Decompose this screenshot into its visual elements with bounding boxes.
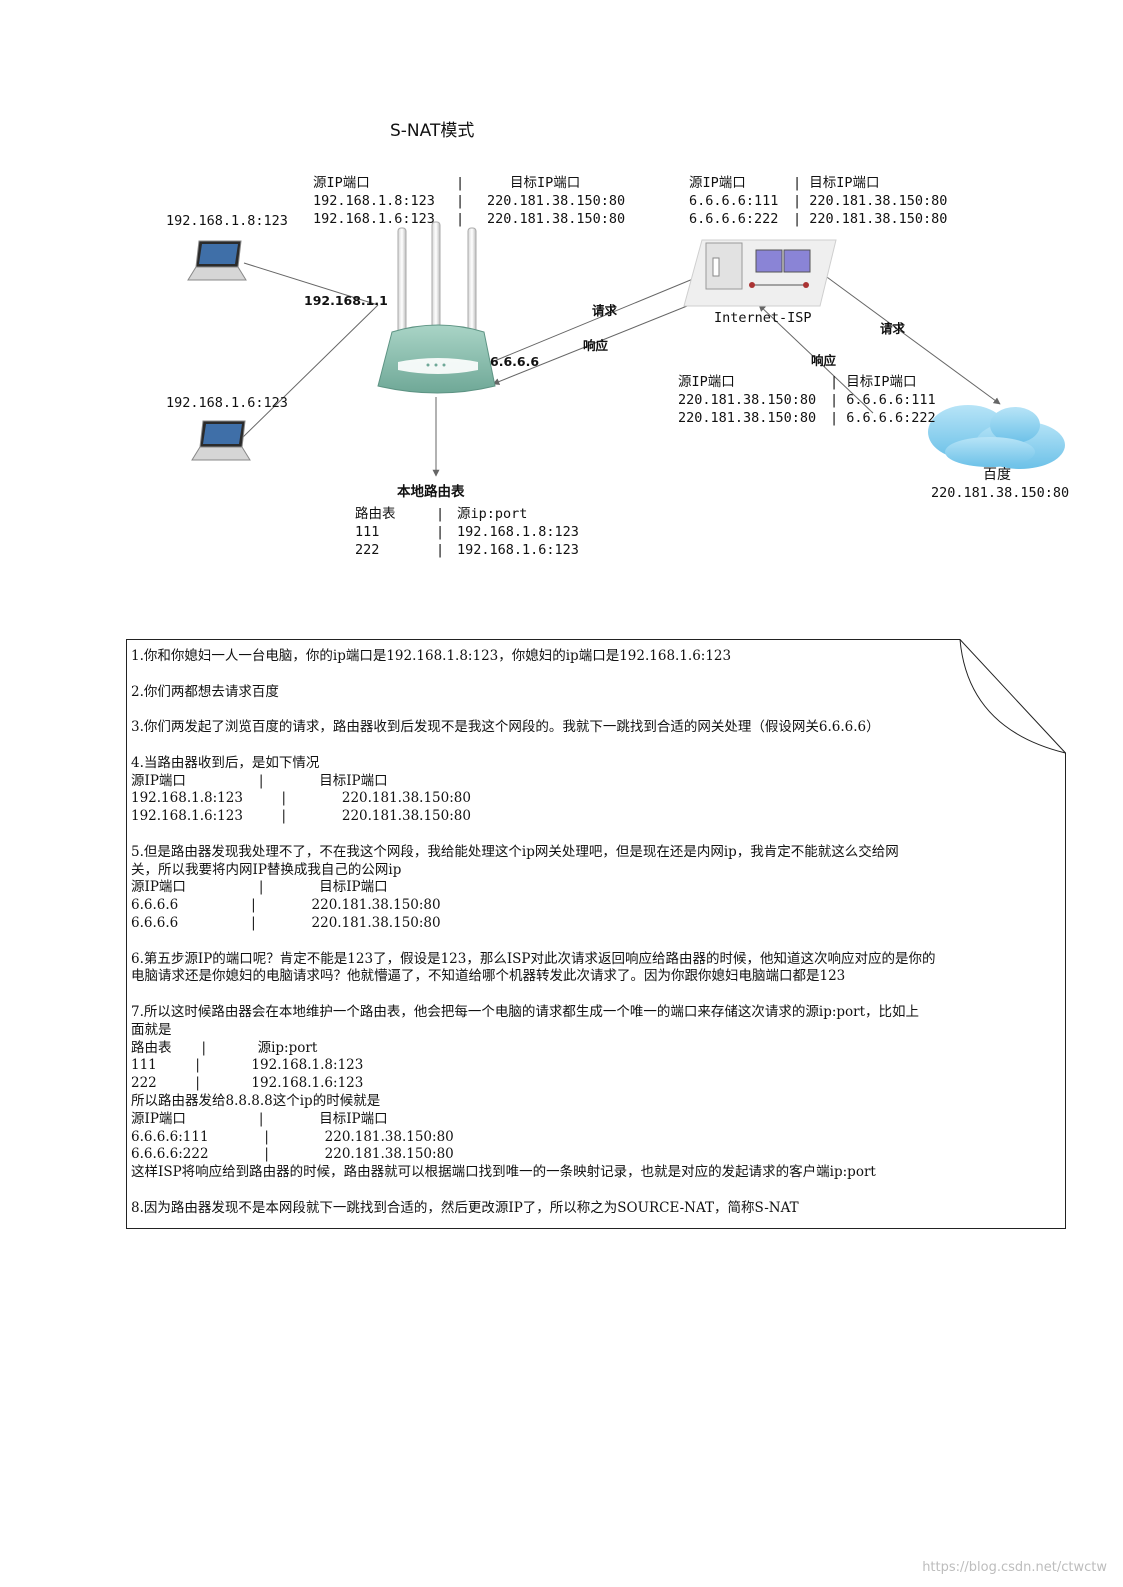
- note-line: 6.6.6.6:222 | 220.181.38.150:80: [131, 1146, 454, 1163]
- note-line: 192.168.1.6:123 | 220.181.38.150:80: [131, 808, 471, 825]
- note-blank-line: [131, 701, 1061, 719]
- note-line: 关，所以我要将内网IP替换成我自己的公网ip: [131, 861, 402, 878]
- isp-response-arrow: [758, 304, 874, 414]
- router-icon: [377, 221, 496, 394]
- isp-label: Internet-ISP: [714, 310, 812, 326]
- table-header-dst: 目标IP端口: [510, 175, 581, 191]
- note-line: 6.6.6.6:111 | 220.181.38.150:80: [131, 1128, 454, 1145]
- note-line: 5.但是路由器发现我处理不了，不在我这个网段，我给能处理这个ip网关处理吧，但是…: [131, 843, 899, 860]
- table-cell: 6.6.6.6:222: [689, 211, 779, 227]
- response-label: 响应: [583, 338, 609, 353]
- table-cell: |: [456, 193, 465, 209]
- note-text: 1.你和你媳妇一人一台电脑，你的ip端口是192.168.1.8:123，你媳妇…: [131, 648, 1061, 1218]
- note-line: 6.第五步源IP的端口呢？肯定不能是123了，假设是123，那么ISP对此次请求…: [131, 950, 936, 967]
- table-cell: | 6.6.6.6:222: [830, 410, 936, 426]
- table-cell: 222: [355, 542, 380, 558]
- table-header-sep: |: [436, 506, 445, 522]
- laptop1-label: 192.168.1.8:123: [166, 213, 288, 229]
- note-line: 这样ISP将响应给到路由器的时候，路由器就可以根据端口找到唯一的一条映射记录，也…: [131, 1164, 876, 1181]
- isp-server-icon: [683, 239, 837, 307]
- table-cell: 220.181.38.150:80: [678, 392, 817, 408]
- note-line: 2.你们两都想去请求百度: [131, 683, 279, 700]
- note-line: 3.你们两发起了浏览百度的请求，路由器收到后发现不是我这个网段的。我就下一跳找到…: [131, 719, 880, 736]
- table-cell: 111: [355, 524, 380, 540]
- table-cell: 220.181.38.150:80: [678, 410, 817, 426]
- connection-lines: [239, 262, 1001, 477]
- table-cell: 220.181.38.150:80: [487, 211, 626, 227]
- table-cell: 192.168.1.8:123: [457, 524, 579, 540]
- cloud-icon: [928, 405, 1065, 469]
- note-blank-line: [131, 986, 1061, 1004]
- note-line: 1.你和你媳妇一人一台电脑，你的ip端口是192.168.1.8:123，你媳妇…: [131, 648, 732, 664]
- note-box: [126, 639, 1066, 1229]
- note-line: 源IP端口 | 目标IP端口: [131, 1110, 388, 1127]
- table-header-dst: | 目标IP端口: [830, 374, 917, 390]
- note-blank-line: [131, 666, 1061, 684]
- table-cell: |: [436, 524, 445, 540]
- laptop1-to-router-line: [243, 262, 379, 306]
- network-diagram: [187, 221, 1065, 477]
- note-line: 222 | 192.168.1.6:123: [131, 1075, 364, 1092]
- laptop-icon: [187, 240, 247, 281]
- note-line: 7.所以这时候路由器会在本地维护一个路由表，他会把每一个电脑的请求都生成一个唯一…: [131, 1003, 920, 1020]
- note-line: 192.168.1.8:123 | 220.181.38.150:80: [131, 790, 471, 807]
- routing-table-title: 本地路由表: [397, 484, 465, 500]
- note-line: 4.当路由器收到后，是如下情况: [131, 754, 320, 771]
- table-header-sep: |: [456, 175, 465, 191]
- request-label: 请求: [880, 321, 906, 336]
- note-blank-line: [131, 826, 1061, 844]
- note-line: 源IP端口 | 目标IP端口: [131, 772, 388, 789]
- router-request-arrow: [491, 273, 706, 363]
- table-cell: | 220.181.38.150:80: [793, 211, 948, 227]
- table-cell: | 220.181.38.150:80: [793, 193, 948, 209]
- note-line: 所以路由器发给8.8.8.8这个ip的时候就是: [131, 1092, 381, 1109]
- table-header-src: 源IP端口: [313, 175, 370, 191]
- cloud-name: 百度: [983, 467, 1011, 483]
- table-cell: 192.168.1.8:123: [313, 193, 435, 209]
- table-cell: | 6.6.6.6:111: [830, 392, 936, 408]
- laptop2-label: 192.168.1.6:123: [166, 395, 288, 411]
- request-label: 请求: [592, 303, 618, 318]
- table-header-left: 路由表: [355, 506, 396, 522]
- note-line: 8.因为路由器发现不是本网段就下一跳找到合适的，然后更改源IP了，所以称之为SO…: [131, 1199, 799, 1216]
- router-wan-ip: 6.6.6.6: [490, 354, 540, 369]
- note-line: 111 | 192.168.1.8:123: [131, 1057, 364, 1074]
- table-header-src: 源IP端口: [689, 175, 746, 191]
- note-line: 6.6.6.6 | 220.181.38.150:80: [131, 897, 441, 914]
- watermark: https://blog.csdn.net/ctwctw: [922, 1560, 1107, 1575]
- table-cell: 6.6.6.6:111: [689, 193, 779, 209]
- laptop-icon: [191, 420, 251, 461]
- note-line: 6.6.6.6 | 220.181.38.150:80: [131, 914, 441, 931]
- table-cell: |: [436, 542, 445, 558]
- table-cell: 192.168.1.6:123: [457, 542, 579, 558]
- table-cell: 220.181.38.150:80: [487, 193, 626, 209]
- isp-request-arrow: [819, 271, 1001, 405]
- router-response-arrow: [492, 295, 713, 385]
- response-label: 响应: [811, 353, 837, 368]
- note-line: 路由表 | 源ip:port: [131, 1039, 318, 1056]
- table-header-right: 源ip:port: [457, 506, 528, 522]
- table-cell: 192.168.1.6:123: [313, 211, 435, 227]
- note-blank-line: [131, 933, 1061, 951]
- router-lan-ip: 192.168.1.1: [304, 293, 388, 308]
- cloud-ip: 220.181.38.150:80: [931, 485, 1070, 501]
- note-line: 电脑请求还是你媳妇的电脑请求吗？他就懵逼了，不知道给哪个机器转发此次请求了。因为…: [131, 968, 846, 985]
- note-blank-line: [131, 737, 1061, 755]
- note-line: 源IP端口 | 目标IP端口: [131, 879, 388, 896]
- note-line: 面就是: [131, 1021, 172, 1038]
- table-cell: |: [456, 211, 465, 227]
- note-blank-line: [131, 1182, 1061, 1200]
- table-header-src: 源IP端口: [678, 374, 735, 390]
- diagram-title: S-NAT模式: [390, 121, 475, 141]
- laptop2-to-router-line: [239, 304, 379, 441]
- table-header-dst: | 目标IP端口: [793, 175, 880, 191]
